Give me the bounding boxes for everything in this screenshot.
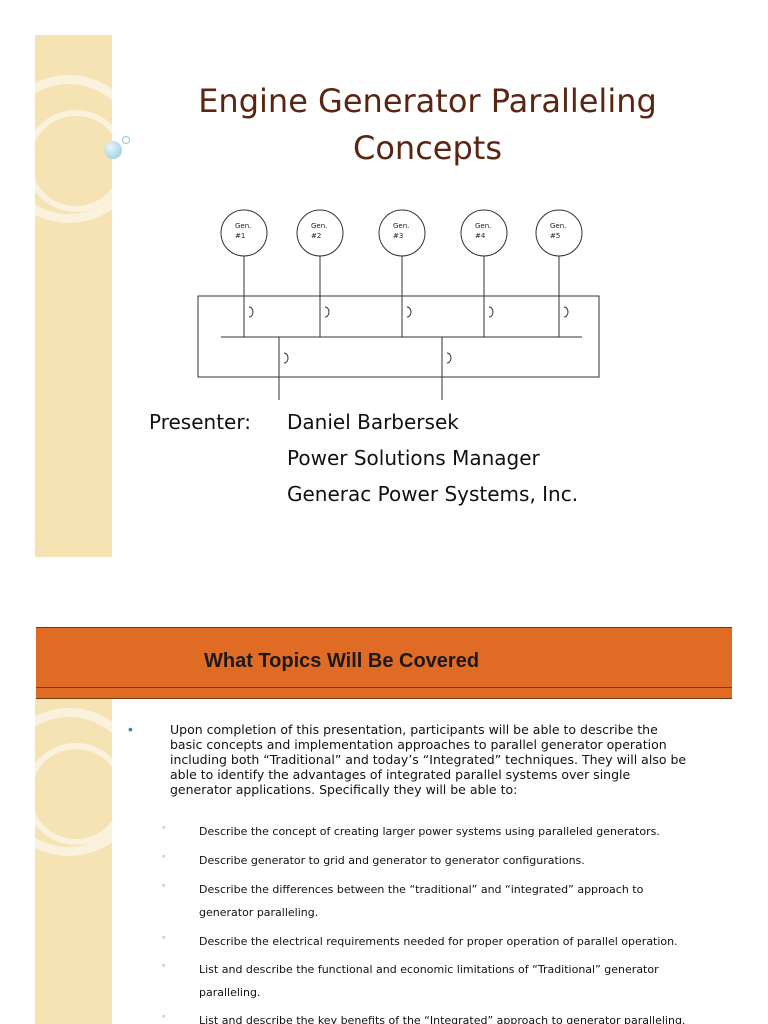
bubble-decoration (122, 136, 130, 144)
presenter-label: Presenter: (149, 410, 251, 434)
bubble-decoration (104, 141, 122, 159)
presenter-company: Generac Power Systems, Inc. (287, 482, 579, 506)
list-item-text: Describe the differences between the “tr… (199, 883, 644, 919)
load-breaker (446, 352, 452, 364)
generator-breaker (488, 306, 494, 318)
list-item-text: Describe the concept of creating larger … (199, 825, 660, 838)
presenter-title: Power Solutions Manager (287, 446, 540, 470)
generator-breaker (406, 306, 412, 318)
sub-bullet-marker: ◦ (162, 822, 166, 832)
decorative-ring (35, 75, 112, 223)
sub-bullet-marker: ◦ (162, 960, 166, 970)
title-slide: Engine Generator Paralleling Concepts (35, 35, 657, 557)
presenter-name: Daniel Barbersek (287, 410, 459, 434)
decorative-ring (35, 743, 112, 845)
sub-bullet-marker: ◦ (162, 932, 166, 942)
topics-header-bar: What Topics Will Be Covered (36, 627, 732, 699)
slide-title: Engine Generator Paralleling Concepts (198, 82, 657, 167)
load-breaker (283, 352, 289, 364)
topics-heading: What Topics Will Be Covered (204, 650, 480, 672)
sub-bullet-marker: ◦ (162, 1011, 166, 1021)
sub-bullet-marker: ◦ (162, 851, 166, 861)
generator-label: Gen.#1 (235, 222, 251, 240)
generator-breaker (248, 306, 254, 318)
switchgear-enclosure (197, 295, 600, 378)
sub-bullet-marker: ◦ (162, 880, 166, 890)
decorative-band (35, 698, 112, 1024)
generator-breaker (324, 306, 330, 318)
intro-paragraph: Upon completion of this presentation, pa… (170, 722, 687, 797)
paralleling-diagram: Gen.#1 Gen.#2 Gen.#3 Gen.#4 Gen.#5 (197, 209, 600, 400)
generator-label: Gen.#3 (393, 222, 409, 240)
generator-label: Gen.#5 (550, 222, 566, 240)
decorative-ring (35, 110, 112, 212)
generator-breaker (563, 306, 569, 318)
list-item-text: List and describe the key benefits of th… (199, 1014, 686, 1024)
bullet-marker: • (128, 721, 133, 737)
decorative-band (35, 35, 112, 557)
decorative-ring (35, 708, 112, 856)
list-item-text: Describe generator to grid and generator… (199, 854, 585, 867)
generator-label: Gen.#4 (475, 222, 491, 240)
list-item-text: Describe the electrical requirements nee… (199, 935, 678, 948)
topics-slide: What Topics Will Be Covered • Upon compl… (0, 627, 768, 1024)
list-item-text: List and describe the functional and eco… (199, 963, 659, 999)
header-rule (36, 687, 732, 688)
generator-label: Gen.#2 (311, 222, 327, 240)
